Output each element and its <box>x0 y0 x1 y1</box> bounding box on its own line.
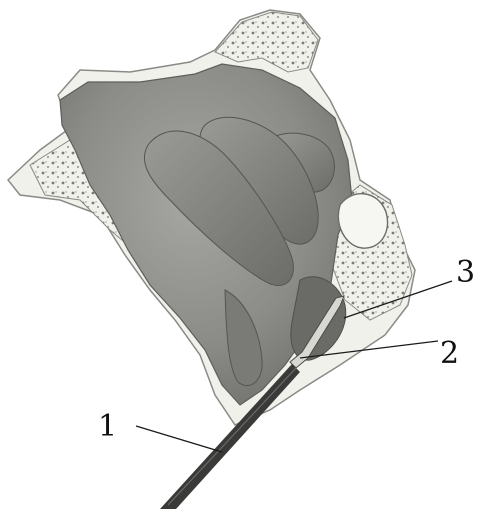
label-3: 3 <box>456 255 475 290</box>
label-2: 2 <box>440 336 459 371</box>
leader-line-1 <box>136 426 222 452</box>
label-1: 1 <box>98 409 117 444</box>
